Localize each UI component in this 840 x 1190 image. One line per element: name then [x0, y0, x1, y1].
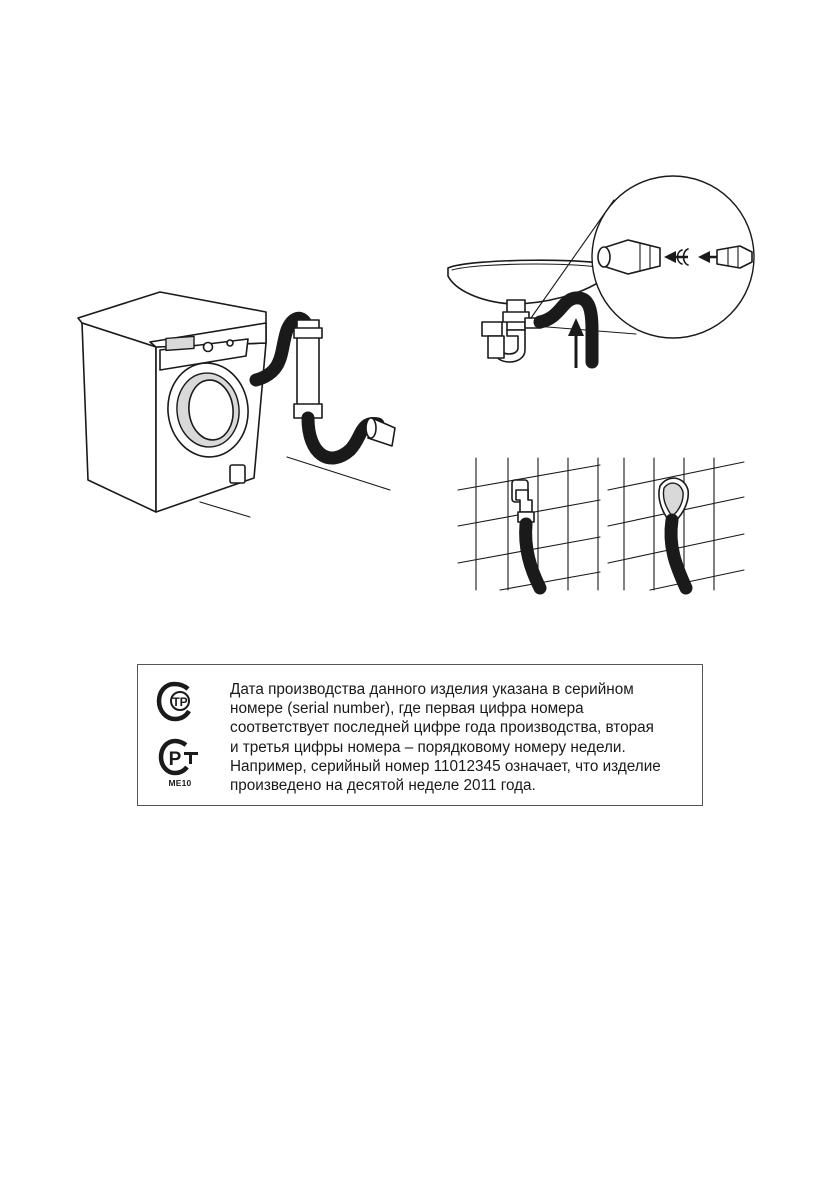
gost-tr-certification-mark: ТР — [156, 681, 191, 722]
gost-r-rst-certification-mark: Р — [158, 738, 198, 776]
tr-mark-text: ТР — [172, 695, 187, 709]
drain-hose — [249, 311, 396, 465]
certification-code: ME10 — [168, 778, 192, 788]
production-date-notice: ТР Р ME10 Дата производства данного изде… — [137, 664, 703, 806]
up-arrow-icon — [568, 318, 584, 368]
washing-machine — [77, 291, 267, 513]
hose-connection-detail — [597, 239, 753, 275]
rst-mark-text: Р — [169, 749, 182, 770]
production-date-text: Дата производства данного изделия указан… — [230, 681, 661, 795]
left-arrow-icon — [664, 251, 676, 263]
